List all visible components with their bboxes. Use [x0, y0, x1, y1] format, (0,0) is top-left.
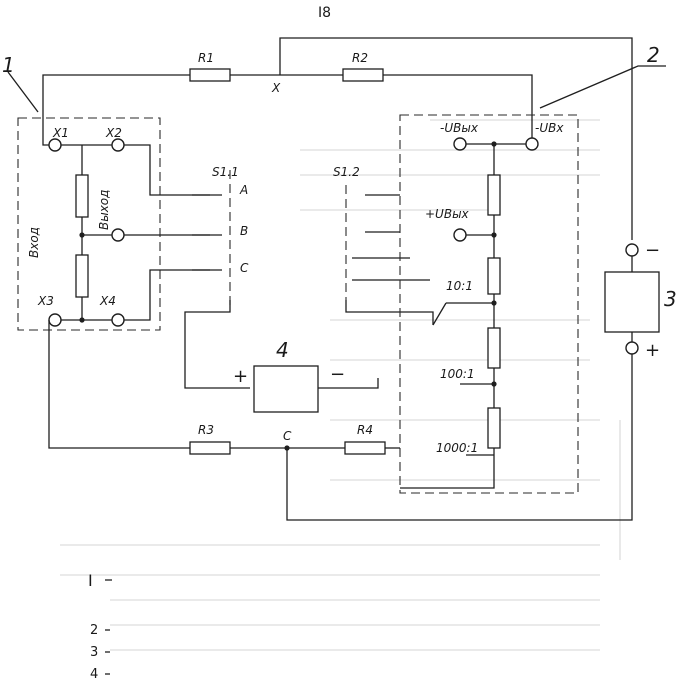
terminal-source-minus: [625, 243, 639, 257]
selector-wiper: [432, 302, 447, 326]
legend-item-1: I: [88, 571, 93, 590]
label-vyhod: Выход: [97, 190, 111, 230]
callout-1: 1: [2, 53, 15, 77]
label-r4: R4: [357, 423, 373, 437]
terminal-minus-uvh: [525, 137, 539, 151]
label-minus-uvh: -UВх: [535, 121, 564, 135]
terminal-x3: [48, 313, 62, 327]
legend-item-4: 4: [90, 667, 98, 682]
block-2-boundary: [399, 114, 579, 494]
resistor-r3: [189, 441, 231, 455]
top-wiring: [42, 37, 633, 240]
label-r2: R2: [352, 51, 368, 65]
terminal-source-plus: [625, 341, 639, 355]
divider-resistor-4: [487, 407, 501, 449]
divider-resistor-2: [487, 257, 501, 295]
page-number: I8: [318, 5, 331, 21]
label-minus-uvyh: -UВых: [440, 121, 479, 135]
callout-3: 3: [664, 287, 677, 311]
label-div-100: 100:1: [440, 367, 475, 381]
divider-resistor-3: [487, 327, 501, 369]
divider-resistor-1: [487, 174, 501, 216]
terminal-x1: [48, 138, 62, 152]
legend-item-3: 3: [90, 645, 98, 660]
meter-minus-sign: −: [330, 364, 345, 385]
input-resistor-upper: [75, 174, 89, 218]
label-x3: X3: [37, 294, 54, 308]
label-pos-b: B: [240, 224, 248, 238]
label-s11: S1.1: [212, 165, 239, 179]
meter-plus-sign: +: [233, 366, 248, 387]
legend-item-2: 2: [90, 623, 98, 638]
resistor-r2: [342, 68, 384, 82]
terminal-minus-uvyh: [453, 137, 467, 151]
terminal-x2: [111, 138, 125, 152]
label-pos-a: A: [239, 183, 248, 197]
label-r1: R1: [198, 51, 214, 65]
label-x1: X1: [52, 126, 69, 140]
resistor-r4: [344, 441, 386, 455]
bleed-through-lines: [60, 119, 621, 651]
label-div-1000: 1000:1: [436, 441, 478, 455]
label-s12: S1.2: [333, 165, 360, 179]
callout-1-leader: [7, 71, 39, 113]
resistor-r1: [189, 68, 231, 82]
label-node-c: С: [283, 429, 292, 443]
source-plus-sign: +: [645, 340, 660, 361]
source-minus-sign: −: [645, 240, 660, 261]
terminal-x4: [111, 313, 125, 327]
block-1-boundary: [17, 117, 161, 331]
terminal-plus-uvyh: [453, 228, 467, 242]
label-x-mark: Х: [271, 81, 281, 95]
callout-2: 2: [647, 43, 660, 67]
label-plus-uvyh: +UВых: [425, 207, 470, 221]
label-pos-c: C: [240, 261, 249, 275]
callout-4: 4: [276, 338, 289, 362]
callout-2-leader: [539, 65, 666, 109]
label-div-10: 10:1: [446, 279, 473, 293]
terminal-vyhod: [111, 228, 125, 242]
label-r3: R3: [198, 423, 214, 437]
input-resistor-lower: [75, 254, 89, 298]
label-vhod: Вход: [27, 227, 41, 258]
block-3-source: [604, 271, 660, 333]
label-x2: X2: [105, 126, 122, 140]
label-x4: X4: [99, 294, 116, 308]
block-4-meter: [253, 365, 319, 413]
